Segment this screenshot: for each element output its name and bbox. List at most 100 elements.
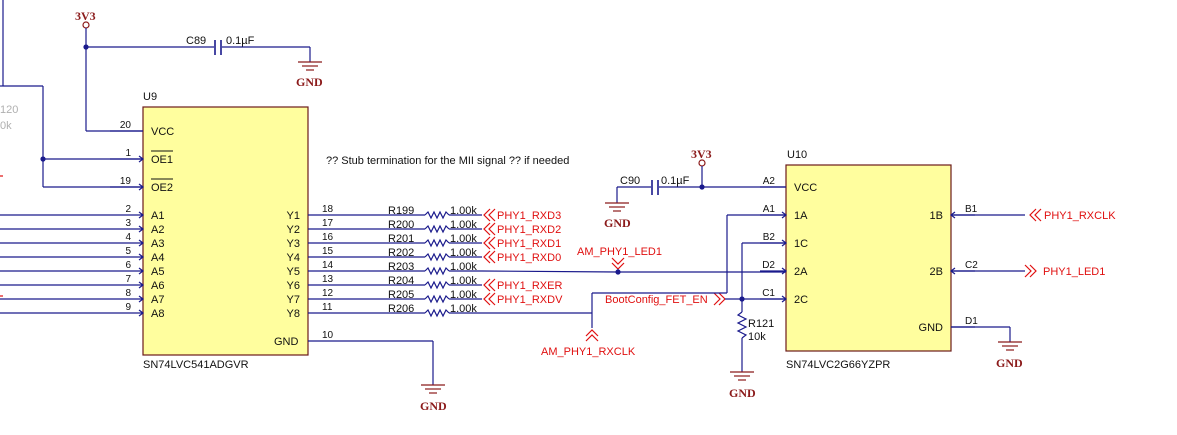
net-label-phy-rxclk: PHY1_RXCLK (1044, 210, 1116, 222)
power-3v3-symbol (82, 21, 90, 29)
net-phy-led1: PHY1_LED1 (951, 264, 1105, 278)
u9-part: SN74LVC541ADGVR (143, 359, 249, 371)
u10-gnd-wiring (951, 326, 1011, 342)
u10-pin-name: 2A (794, 266, 808, 278)
net-label: PHY1_RXDV (497, 294, 563, 306)
gnd-label-c90: GND (604, 216, 631, 230)
u9-pin-name: A1 (151, 210, 164, 222)
u9-pin-name: A7 (151, 294, 164, 306)
u10-pin-num: D2 (762, 260, 775, 271)
u9-pin-y8: Y8 11 (287, 302, 425, 320)
u10-ref: U10 (787, 149, 807, 161)
u9-pin-num: 14 (322, 260, 334, 271)
u9-pin-num: 19 (120, 176, 132, 187)
u10-pin-name: 2C (794, 294, 808, 306)
resistor-r199: R199 1.00k PHY1_RXD3 (388, 205, 561, 222)
net-label: PHY1_RXD1 (497, 238, 561, 250)
u9-pin-name: A3 (151, 238, 164, 250)
u10-body (785, 164, 952, 352)
net-label: PHY1_RXD3 (497, 210, 561, 222)
u9-pin-num: 9 (125, 302, 131, 313)
c90-ref: C90 (620, 175, 640, 187)
u10-pin-num: A1 (763, 204, 776, 215)
u10-pin-num: B1 (965, 204, 978, 215)
u10-pin-num: C2 (965, 260, 978, 271)
u9-pin-name: Y5 (287, 266, 300, 278)
u9-gnd-pin: GND 10 (274, 330, 434, 385)
u9-pin-num: 7 (125, 274, 131, 285)
gnd-symbol-c90: GND (604, 202, 631, 230)
u9-pin-name: Y8 (287, 308, 300, 320)
net-label-phy-led1: PHY1_LED1 (1043, 266, 1105, 278)
resistor-ref: R202 (388, 247, 414, 259)
u9-pin-num: 1 (125, 148, 131, 159)
u9-pin-name: Y7 (287, 294, 300, 306)
resistor-value: 1.00k (450, 247, 477, 259)
net-am-rxclk: AM_PHY1_RXCLK (541, 293, 636, 358)
u9-pin-num: 11 (322, 302, 333, 313)
u9-pin-name: Y6 (287, 280, 300, 292)
c89-value: 0.1µF (226, 35, 255, 47)
gnd-label-c89: GND (296, 75, 323, 89)
u10-pin-name: 2B (930, 266, 943, 278)
u10-pin-name: 1A (794, 210, 808, 222)
u9-pin-num: 5 (125, 246, 131, 257)
u10-pin-name: 1B (930, 210, 943, 222)
resistor-value: 1.00k (450, 261, 477, 273)
power-3v3-label: 3V3 (75, 9, 96, 23)
resistor-value: 1.00k (450, 205, 477, 217)
u9-pin-y2: Y2 17 (287, 218, 425, 236)
partial-label-bottom: 0k (0, 120, 12, 132)
resistor-ref: R199 (388, 205, 414, 217)
u9-pin-a5: 6A5 (0, 260, 164, 278)
gnd-label-u9: GND (420, 399, 447, 413)
u9-pin-num: 18 (322, 204, 334, 215)
gnd-symbol-u9: GND (420, 384, 447, 413)
resistor-ref: R203 (388, 261, 414, 273)
u9-pin-num: 3 (125, 218, 131, 229)
resistor-value: 1.00k (450, 233, 477, 245)
u9-pin-num: 17 (322, 218, 334, 229)
gnd-symbol-r121: GND (729, 371, 756, 400)
net-label-bootcfg: BootConfig_FET_EN (605, 294, 708, 306)
resistor-value: 1.00k (450, 289, 477, 301)
gnd-symbol-u10: GND (996, 341, 1023, 370)
c90-value: 0.1µF (661, 175, 690, 187)
resistor-r202: R202 1.00k PHY1_RXD0 (388, 247, 561, 264)
c89-ref: C89 (186, 35, 206, 47)
u9-pin-num: 8 (125, 288, 131, 299)
r121-component: R121 10k (736, 243, 774, 372)
u10-part: SN74LVC2G66YZPR (786, 359, 890, 371)
u10-pin-name: GND (919, 322, 944, 334)
u9-pin-name: A2 (151, 224, 164, 236)
u10-pin-name: 1C (794, 238, 808, 250)
u9-gnd-pin-name: GND (274, 336, 299, 348)
u9-pin-num: 15 (322, 246, 334, 257)
u9-pin-name: Y2 (287, 224, 300, 236)
u9-pin-a8: 9A8 (0, 302, 164, 320)
resistor-ref: R201 (388, 233, 414, 245)
net-label-am-led1: AM_PHY1_LED1 (577, 246, 662, 258)
u9-pin-name: A4 (151, 252, 164, 264)
u10-component: U10 SN74LVC2G66YZPR (785, 149, 952, 371)
net-label-am-rxclk: AM_PHY1_RXCLK (541, 346, 636, 358)
u9-pin-a2: 3A2 (0, 218, 164, 236)
u9-pin-name: Y1 (287, 210, 300, 222)
u9-pin-num: 13 (322, 274, 334, 285)
u9-pin-name: OE1 (151, 154, 173, 166)
net-label: PHY1_RXD0 (497, 252, 561, 264)
u10-pin-num: A2 (763, 176, 776, 187)
u10-pin-2a: D2 2A (760, 260, 808, 278)
gnd-label-r121: GND (729, 386, 756, 400)
net-label: PHY1_RXER (497, 280, 562, 292)
u9-pin-num: 16 (322, 232, 334, 243)
